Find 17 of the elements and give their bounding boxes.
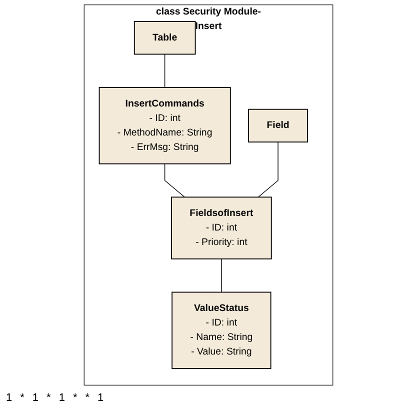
node-box: ValueStatus - ID: int - Name: String - Value: String xyxy=(172,292,272,369)
multiplicity-label: * xyxy=(72,392,78,404)
multiplicity-label: 1 xyxy=(6,392,12,404)
multiplicity-label: * xyxy=(20,392,24,404)
node-box: Field xyxy=(248,108,308,142)
node-box: InsertCommands - ID: int - MethodName: String - ErrMsg: String xyxy=(98,87,231,164)
multiplicity-label: * xyxy=(85,392,90,404)
connector xyxy=(258,142,278,198)
multiplicity-label: 1 xyxy=(98,392,104,404)
connector xyxy=(221,258,222,293)
connector xyxy=(164,163,186,198)
multiplicity-label: * xyxy=(46,392,51,404)
multiplicity-label: 1 xyxy=(32,392,39,404)
node-box: FieldsofInsert - ID: int - Priority: int xyxy=(171,196,272,260)
connector xyxy=(164,54,166,88)
multiplicity-label: 1 xyxy=(58,392,65,404)
node-box: Table xyxy=(134,21,196,55)
